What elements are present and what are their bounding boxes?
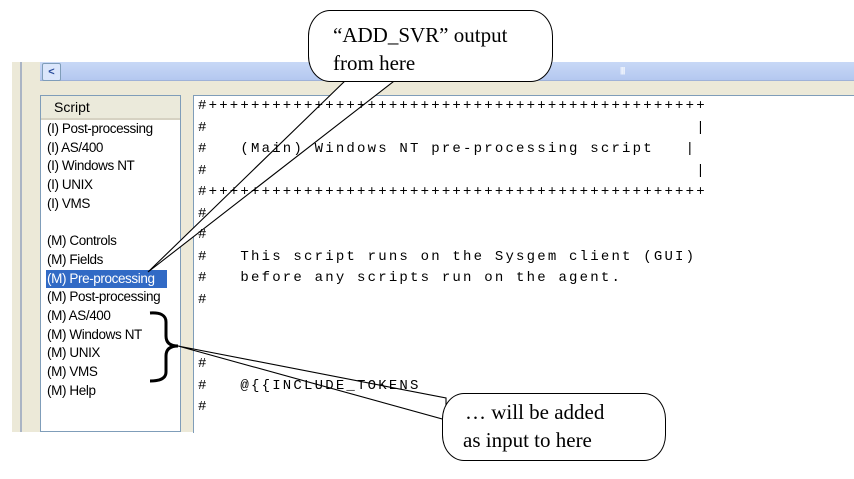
code-line: # | [198,162,707,179]
script-list-item[interactable]: (M) Pre-processing [46,269,167,289]
script-list-item[interactable]: (M) Controls [47,233,117,249]
script-list-item[interactable]: (I) UNIX [47,177,93,193]
bottom-callout: … will be added as input to here [442,393,666,461]
script-list-item[interactable]: (M) Help [47,382,96,398]
curly-brace [149,311,179,383]
top-callout-line2: from here [333,51,416,75]
script-list: Script (I) Post-processing (I) AS/400 (I) … [40,95,181,432]
script-column-header[interactable]: Script [41,96,180,120]
script-list-item[interactable]: (M) Windows NT [47,326,142,342]
code-line [198,311,707,333]
code-line: # [198,205,209,222]
code-line: # (Main) Windows NT pre-processing scrip… [198,141,697,157]
code-line: # [198,356,209,372]
top-callout: “ADD_SVR” output from here [308,10,553,82]
script-list-item[interactable]: (M) AS/400 [47,307,111,323]
chevron-left-icon[interactable]: < [42,63,61,81]
script-list-item[interactable]: (M) UNIX [47,345,101,361]
top-callout-line1: “ADD_SVR” output [333,23,508,47]
script-list-item[interactable]: (M) Fields [47,251,103,267]
script-list-item[interactable]: (M) VMS [47,363,98,379]
script-list-item[interactable]: (I) Post-processing [47,121,153,136]
code-line: # [198,291,209,308]
code-line: #+++++++++++++++++++++++++++++++++++++++… [198,184,707,200]
code-line: # before any scripts run on the agent. [198,270,623,286]
code-line: #+++++++++++++++++++++++++++++++++++++++… [198,98,707,114]
script-list-item[interactable]: (I) Windows NT [47,158,135,174]
code-line: # | [198,119,707,136]
code-line: # @{{INCLUDE_TOKENS [198,377,421,394]
bottom-callout-line1: … will be added [465,400,605,424]
code-line: # This script runs on the Sysgem client … [198,248,697,265]
script-list-item[interactable]: (I) VMS [47,195,90,211]
script-list-item[interactable]: (I) AS/400 [47,139,104,155]
code-line: # [198,399,209,415]
window-border [20,62,22,432]
code-line: # [198,227,209,243]
code-line [198,333,707,355]
scrollbar-grip-icon[interactable]: |||| [620,66,625,75]
script-list-item[interactable]: (M) Post-processing [47,289,161,305]
script-code[interactable]: #+++++++++++++++++++++++++++++++++++++++… [198,96,707,419]
bottom-callout-line2: as input to here [463,428,592,452]
